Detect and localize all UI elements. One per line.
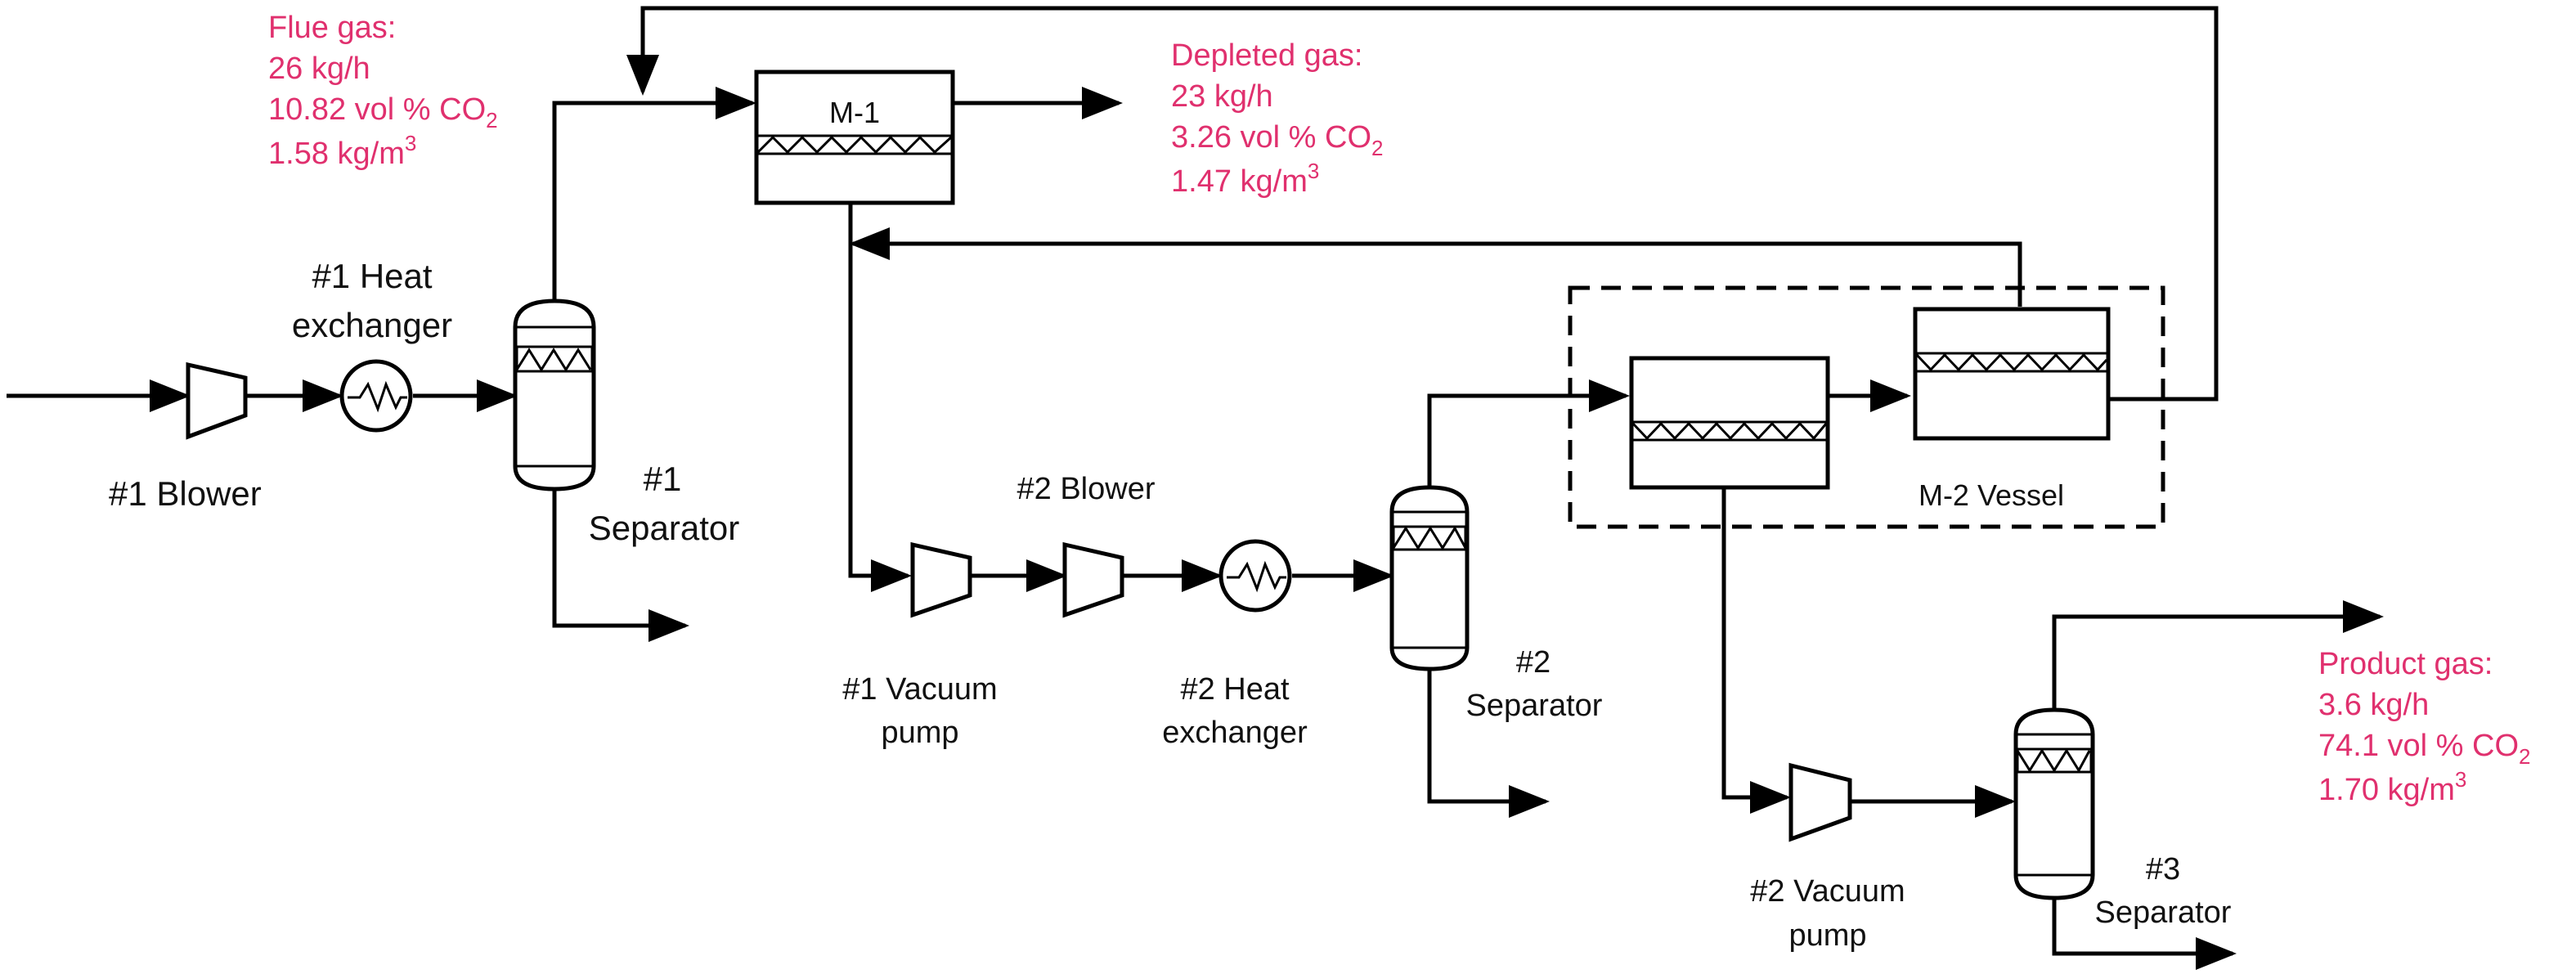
pipe-lines [7,6,2384,970]
vacuum-pump1-symbol [910,541,972,618]
blower2-label: #2 Blower [1017,472,1156,506]
flue-gas-flow: 26 kg/h [268,52,370,86]
flue-gas-density: 1.58 kg/m3 [268,131,416,171]
membrane2-vessel-label: M-2 Vessel [1919,478,2064,512]
vacuum-pump2-label-line1: #2 Vacuum [1750,874,1905,909]
blower1-label: #1 Blower [109,474,262,513]
product-gas-co2: 74.1 vol % CO2 [2318,729,2530,769]
membrane2-right-symbol [1913,307,2111,441]
m2-vessel-dashed-boundary [1568,285,2165,529]
product-gas-flow: 3.6 kg/h [2318,688,2429,722]
membrane1-label: M-1 [829,96,880,129]
flue-gas-co2-value: 10.82 vol % CO [268,92,486,127]
depleted-gas-co2-subscript: 2 [1371,136,1383,160]
separator3-label-line2: Separator [2095,895,2232,930]
separator2-to-m2-line [1427,379,1630,487]
separator1-label-line2: Separator [589,509,739,547]
product-gas-title: Product gas: [2318,647,2493,681]
separator2-bottom-outlet-line [1427,669,1550,818]
separator2-label-line2: Separator [1466,689,1603,723]
flue-gas-density-superscript: 3 [405,131,416,155]
depleted-gas-co2: 3.26 vol % CO2 [1171,120,1383,160]
depleted-gas-title: Depleted gas: [1171,38,1363,73]
separator3-label-line1: #3 [2146,852,2180,886]
separator3-symbol [2013,707,2095,900]
m1-permeate-line [848,203,912,592]
depleted-gas-density-value: 1.47 kg/m [1171,164,1308,199]
separator2-symbol [1389,485,1470,671]
flue-gas-co2-subscript: 2 [486,108,497,132]
flue-gas-title: Flue gas: [268,11,396,45]
separator1-symbol [513,298,596,491]
flue-gas-annotation: Flue gas: 26 kg/h 10.82 vol % CO2 1.58 k… [268,11,498,171]
vacuum-pump2-symbol [1788,762,1852,842]
separator2-label-line1: #2 [1516,645,1551,680]
product-gas-density: 1.70 kg/m3 [2318,767,2466,807]
m2-recycle-top-line [626,6,2219,402]
m2-retentate-recycle-line [849,227,2022,307]
product-gas-co2-subscript: 2 [2519,744,2530,769]
product-gas-density-superscript: 3 [2455,767,2466,792]
separator3-bottom-outlet-line [2052,898,2237,970]
depleted-gas-annotation: Depleted gas: 23 kg/h 3.26 vol % CO2 1.4… [1171,38,1383,199]
heat-exchanger2-label-line1: #2 Heat [1180,672,1290,707]
blower1-symbol [186,361,248,440]
flue-gas-density-value: 1.58 kg/m [268,137,405,171]
depleted-gas-density-superscript: 3 [1308,159,1319,183]
separator1-bottom-outlet-line [552,489,689,642]
depleted-gas-density: 1.47 kg/m3 [1171,159,1319,199]
vacuum-pump1-label-line2: pump [881,716,958,750]
vacuum-pump1-label-line1: #1 Vacuum [842,672,997,707]
depleted-gas-co2-value: 3.26 vol % CO [1171,120,1371,155]
membrane2-left-symbol [1629,356,1830,490]
depleted-gas-flow: 23 kg/h [1171,79,1273,114]
heat-exchanger1-symbol [339,359,413,433]
product-gas-annotation: Product gas: 3.6 kg/h 74.1 vol % CO2 1.7… [2318,647,2530,807]
heat-exchanger2-symbol [1218,539,1292,613]
m2-permeate-line [1721,487,1791,814]
separator1-label-line1: #1 [644,460,682,498]
heat-exchanger2-label-line2: exchanger [1162,716,1308,750]
separator1-to-m1-line [552,87,756,301]
product-gas-co2-value: 74.1 vol % CO [2318,729,2519,763]
product-gas-density-value: 1.70 kg/m [2318,773,2455,807]
product-gas-line [2052,600,2384,710]
heat-exchanger1-label-line2: exchanger [292,306,452,344]
heat-exchanger1-label-line1: #1 Heat [312,257,432,295]
vacuum-pump2-label-line2: pump [1788,918,1866,953]
blower2-symbol [1062,541,1124,618]
membrane1-symbol [754,70,955,205]
flue-gas-co2: 10.82 vol % CO2 [268,92,498,132]
